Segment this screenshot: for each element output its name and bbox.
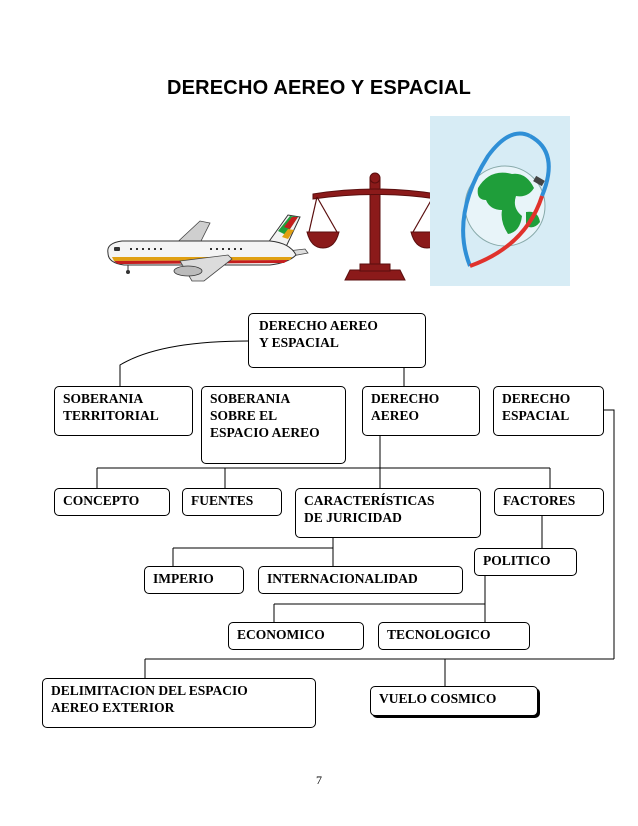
node-fuentes: FUENTES xyxy=(182,488,282,516)
node-factores: FACTORES xyxy=(494,488,604,516)
node-soberania-territorial: SOBERANIA TERRITORIAL xyxy=(54,386,193,436)
node-economico: ECONOMICO xyxy=(228,622,364,650)
airplane-icon xyxy=(107,214,309,282)
node-derecho-aereo: DERECHO AEREO xyxy=(362,386,480,436)
node-vuelo-cosmico: VUELO COSMICO xyxy=(370,686,538,716)
node-politico: POLITICO xyxy=(474,548,577,576)
node-delimitacion-espacio-aereo-exterior: DELIMITACION DEL ESPACIO AEREO EXTERIOR xyxy=(42,678,316,728)
node-concepto: CONCEPTO xyxy=(54,488,170,516)
node-caracteristicas-de-juricidad: CARACTERÍSTICAS DE JURICIDAD xyxy=(295,488,481,538)
node-tecnologico: TECNOLOGICO xyxy=(378,622,530,650)
page-number: 7 xyxy=(316,773,322,787)
node-internacionalidad: INTERNACIONALIDAD xyxy=(258,566,463,594)
page-title: DERECHO AEREO Y ESPACIAL xyxy=(166,77,472,99)
globe-orbit-icon xyxy=(430,116,570,286)
node-derecho-aereo-y-espacial: DERECHO AEREO Y ESPACIAL xyxy=(248,313,426,368)
node-soberania-espacio-aereo: SOBERANIA SOBRE EL ESPACIO AEREO xyxy=(201,386,346,464)
node-imperio: IMPERIO xyxy=(144,566,244,594)
node-derecho-espacial: DERECHO ESPACIAL xyxy=(493,386,604,436)
